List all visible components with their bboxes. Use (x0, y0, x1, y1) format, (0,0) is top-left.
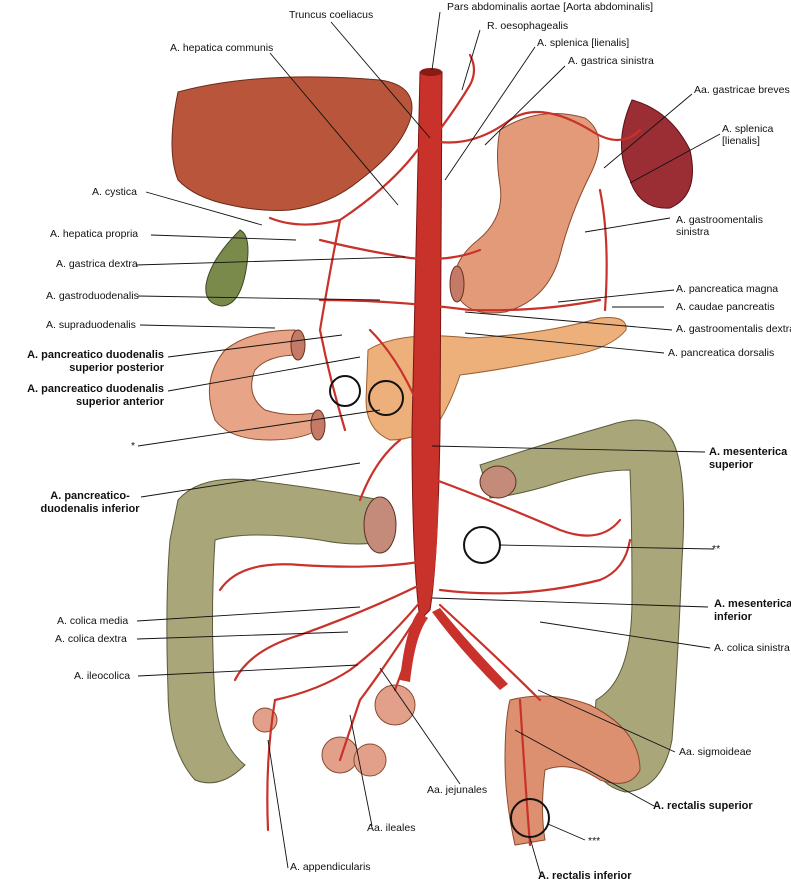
label-pars-abdominalis-aortae: Pars abdominalis aortae [Aorta abdominal… (447, 1, 654, 13)
duodenum (208, 329, 321, 441)
aorta-top (420, 68, 442, 76)
arterial-branches (218, 53, 642, 847)
circle-anastomosis-riolan (463, 526, 501, 564)
label-a-hepatica-communis: A. hepatica communis (170, 42, 274, 54)
label-aa-ileales: Aa. ileales (367, 822, 416, 834)
label-asterisk-1: * (131, 440, 136, 452)
label-aa-gastricae-breves: Aa. gastricae breves (694, 84, 790, 96)
label-a-pancreatica-magna: A. pancreatica magna (676, 283, 779, 295)
label-a-rectalis-inferior: A. rectalis inferior (538, 870, 632, 882)
ileum-loop-1 (321, 736, 359, 774)
label-r-oesophagealis: R. oesophagealis (487, 20, 569, 32)
jejunum-loop-1 (374, 684, 416, 726)
label-asterisk-2: ** (712, 543, 721, 555)
colon-opening-left (363, 496, 397, 554)
label-a-colica-media: A. colica media (57, 615, 129, 627)
label-a-hepatica-propria: A. hepatica propria (50, 228, 139, 240)
label-a-ileocolica: A. ileocolica (74, 670, 131, 682)
label-a-gastroomentalis-dextra: A. gastroomentalis dextra (676, 323, 791, 335)
label-truncus-coeliacus: Truncus coeliacus (289, 9, 374, 21)
label-a-pd-inferior: A. pancreatico-duodenalis inferior (40, 490, 140, 515)
sigmoid-rectum (504, 695, 641, 846)
spleen (621, 99, 693, 209)
label-a-splenica-lienalis-top: A. splenica [lienalis] (537, 37, 630, 49)
label-a-supraduodenalis: A. supraduodenalis (46, 319, 136, 331)
label-aa-jejunales: Aa. jejunales (427, 784, 488, 796)
label-a-splenica-right: A. splenica[lienalis] (722, 123, 774, 147)
duodenum-opening-bottom (310, 409, 326, 441)
label-a-colica-dextra: A. colica dextra (55, 633, 127, 645)
circle-rectal (510, 798, 550, 838)
label-a-gastrica-dextra: A. gastrica dextra (56, 258, 138, 270)
highlight-circles (329, 375, 550, 838)
colon-descending (479, 419, 685, 793)
ileum-loop-2 (353, 743, 387, 777)
stomach-opening (449, 265, 465, 303)
label-aa-sigmoideae: Aa. sigmoideae (679, 746, 752, 758)
iliac-left (400, 612, 428, 682)
gallbladder (205, 229, 249, 307)
liver (171, 76, 413, 211)
label-a-colica-sinistra: A. colica sinistra (714, 642, 790, 654)
label-a-appendicularis: A. appendicularis (290, 861, 371, 873)
label-a-gastrica-sinistra: A. gastrica sinistra (568, 55, 654, 67)
stomach (453, 113, 600, 314)
duodenum-opening-top (290, 329, 306, 361)
label-a-caudae-pancreatis: A. caudae pancreatis (676, 301, 775, 313)
label-a-gastroduodenalis: A. gastroduodenalis (46, 290, 139, 302)
label-a-rectalis-superior: A. rectalis superior (653, 800, 753, 812)
leader-lines (135, 11, 721, 877)
circle-pd-posterior (329, 375, 361, 407)
aorta (411, 71, 443, 622)
circle-pd-anterior (368, 380, 404, 416)
colon-opening-right (479, 465, 517, 499)
label-a-cystica: A. cystica (92, 186, 137, 198)
label-a-pancreatica-dorsalis: A. pancreatica dorsalis (668, 347, 775, 359)
colon-ascending (166, 478, 391, 784)
iliac-right (432, 608, 508, 690)
label-asterisk-3: *** (588, 835, 601, 847)
